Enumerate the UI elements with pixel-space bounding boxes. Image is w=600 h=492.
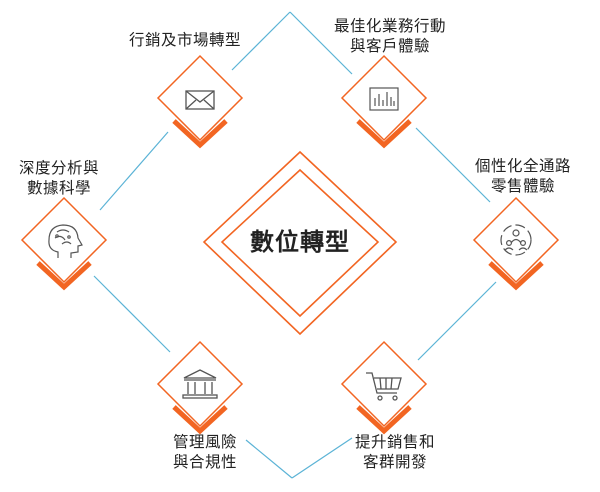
connector-right-upper [415, 127, 491, 203]
label-marketing: 行銷及市場轉型 [110, 30, 260, 50]
label-sales-growth-line-2: 客群開發 [362, 453, 427, 471]
ai-head-icon [48, 224, 83, 258]
center-title: 數位轉型 [250, 228, 350, 256]
connector-lines [93, 11, 497, 479]
connector-right-lower [417, 281, 497, 361]
node-retail [472, 196, 560, 291]
envelope-icon [185, 90, 215, 110]
node-risk [156, 340, 244, 435]
bar-chart-icon [369, 87, 399, 111]
node-sales-ops [340, 54, 428, 149]
connector-top-left [231, 11, 291, 71]
label-data-science-line-1: 深度分析與 [18, 159, 99, 177]
label-marketing-line-1: 行銷及市場轉型 [128, 31, 241, 49]
connector-top-right [289, 11, 353, 75]
label-sales-ops-line-2: 與客戶體驗 [349, 37, 430, 55]
label-sales-ops-line-1: 最佳化業務行動 [333, 17, 446, 35]
label-data-science-line-2: 數據科學 [26, 179, 91, 197]
label-sales-growth: 提升銷售和 客群開發 [335, 432, 455, 472]
bank-building-icon [182, 369, 218, 399]
label-retail: 個性化全通路 零售體驗 [458, 156, 588, 196]
center-diamond [202, 150, 398, 336]
label-sales-ops: 最佳化業務行動 與客戶體驗 [320, 16, 460, 56]
people-cycle-icon [500, 224, 532, 256]
node-data-science [20, 196, 108, 291]
connector-bottom-left [245, 439, 293, 479]
connector-bottom-right [291, 437, 353, 479]
node-sales-growth [340, 340, 428, 435]
shopping-cart-icon [366, 372, 402, 401]
label-data-science: 深度分析與 數據科學 [4, 158, 114, 198]
label-risk: 管理風險 與合規性 [150, 432, 260, 472]
label-risk-line-1: 管理風險 [172, 433, 237, 451]
label-risk-line-2: 與合規性 [172, 453, 237, 471]
label-sales-growth-line-1: 提升銷售和 [354, 433, 435, 451]
connector-left-upper [99, 131, 169, 211]
label-retail-line-1: 個性化全通路 [474, 157, 571, 175]
connector-left-lower [93, 275, 171, 353]
label-retail-line-2: 零售體驗 [490, 177, 555, 195]
node-marketing [156, 54, 244, 149]
